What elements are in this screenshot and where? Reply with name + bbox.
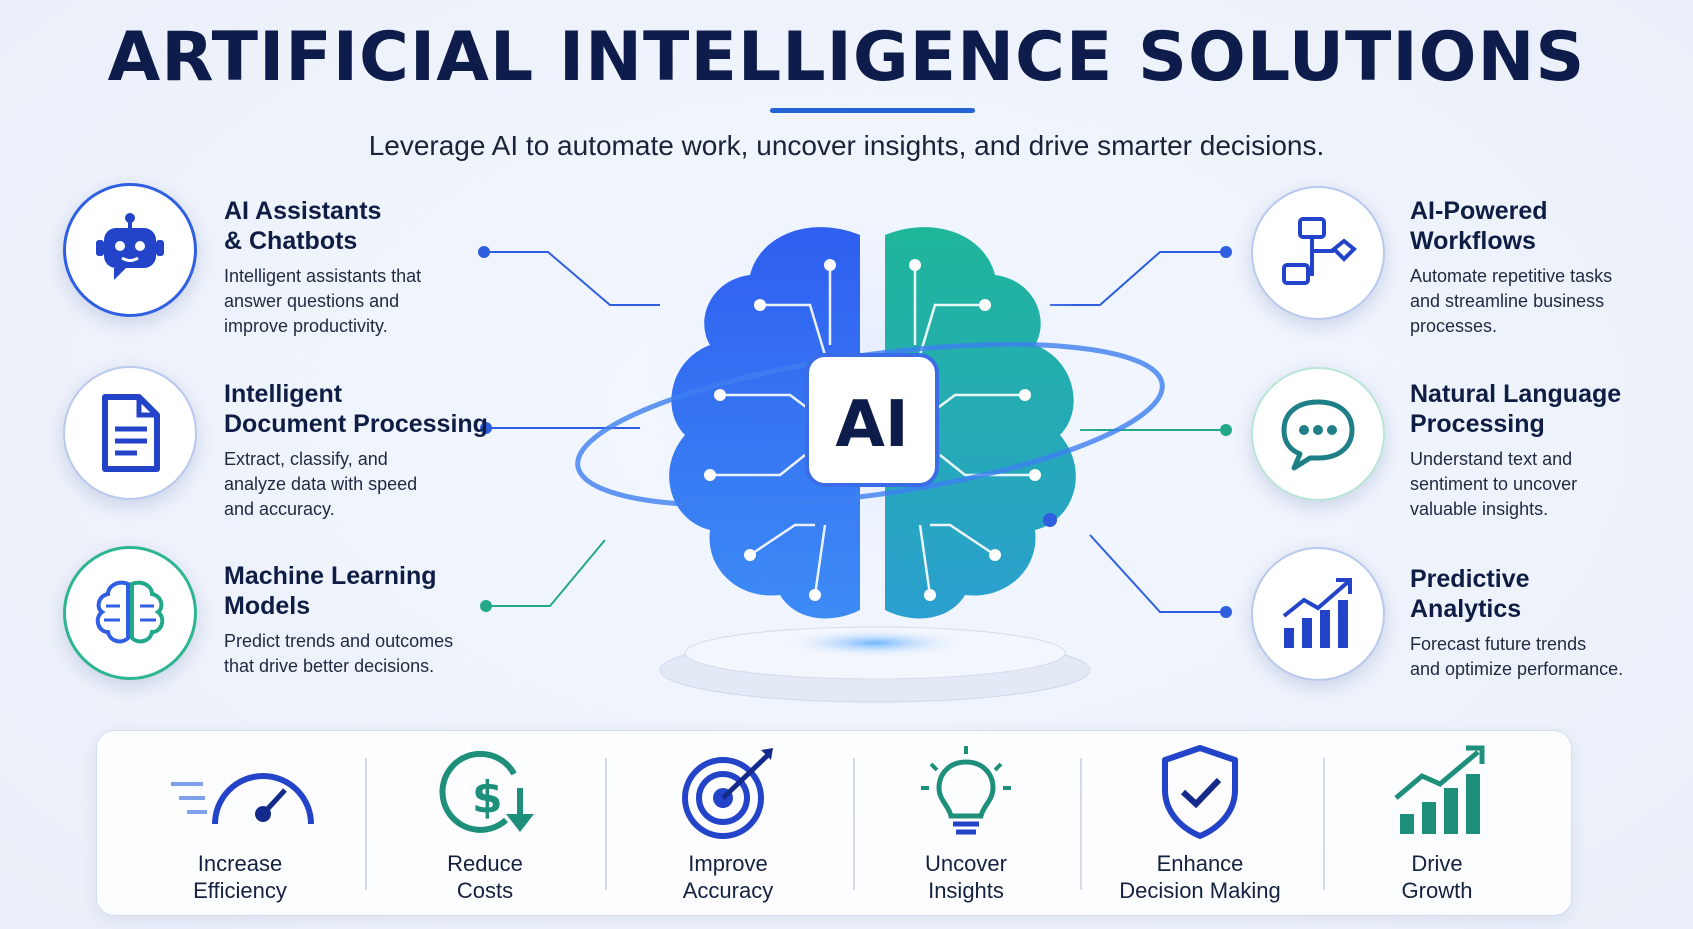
- document-icon: [102, 394, 160, 472]
- speedometer-icon: [171, 773, 314, 825]
- brain-icon-circle: [63, 546, 197, 680]
- brain-icon: [95, 580, 165, 644]
- feature-ai-assistants: AI Assistants& Chatbots Intelligent assi…: [224, 197, 422, 336]
- target-icon: [682, 748, 773, 839]
- benefit-divider: [1323, 758, 1325, 890]
- benefit-divider: [1080, 758, 1082, 890]
- workflow-icon-circle: [1251, 186, 1385, 320]
- robot-icon: [96, 213, 164, 280]
- page-subtitle: Leverage AI to automate work, uncover in…: [368, 130, 1325, 161]
- connector-dots: [478, 246, 1232, 618]
- ai-badge-label: AI: [835, 388, 909, 462]
- benefits-panel: [96, 730, 1572, 916]
- svg-text:$: $: [472, 772, 503, 823]
- workflow-icon: [1282, 217, 1357, 285]
- dollar-down-icon: $: [439, 750, 534, 833]
- benefit-divider: [853, 758, 855, 890]
- title-underline: [770, 108, 975, 113]
- lightbulb-icon: [921, 746, 1011, 835]
- benefit-divider: [605, 758, 607, 890]
- benefit-divider: [365, 758, 367, 890]
- robot-icon-circle: [63, 183, 197, 317]
- bar-chart-icon-circle: [1251, 547, 1385, 681]
- ai-brain-illustration: [575, 195, 1165, 703]
- chat-bubble-icon: [1281, 399, 1355, 471]
- page-title: ARTIFICIAL INTELLIGENCE SOLUTIONS: [107, 18, 1586, 97]
- chat-bubble-icon-circle: [1251, 367, 1385, 501]
- shield-check-icon: [1162, 745, 1238, 839]
- growth-chart-icon: [1394, 745, 1485, 834]
- bar-chart-icon: [1282, 578, 1352, 648]
- document-icon-circle: [63, 366, 197, 500]
